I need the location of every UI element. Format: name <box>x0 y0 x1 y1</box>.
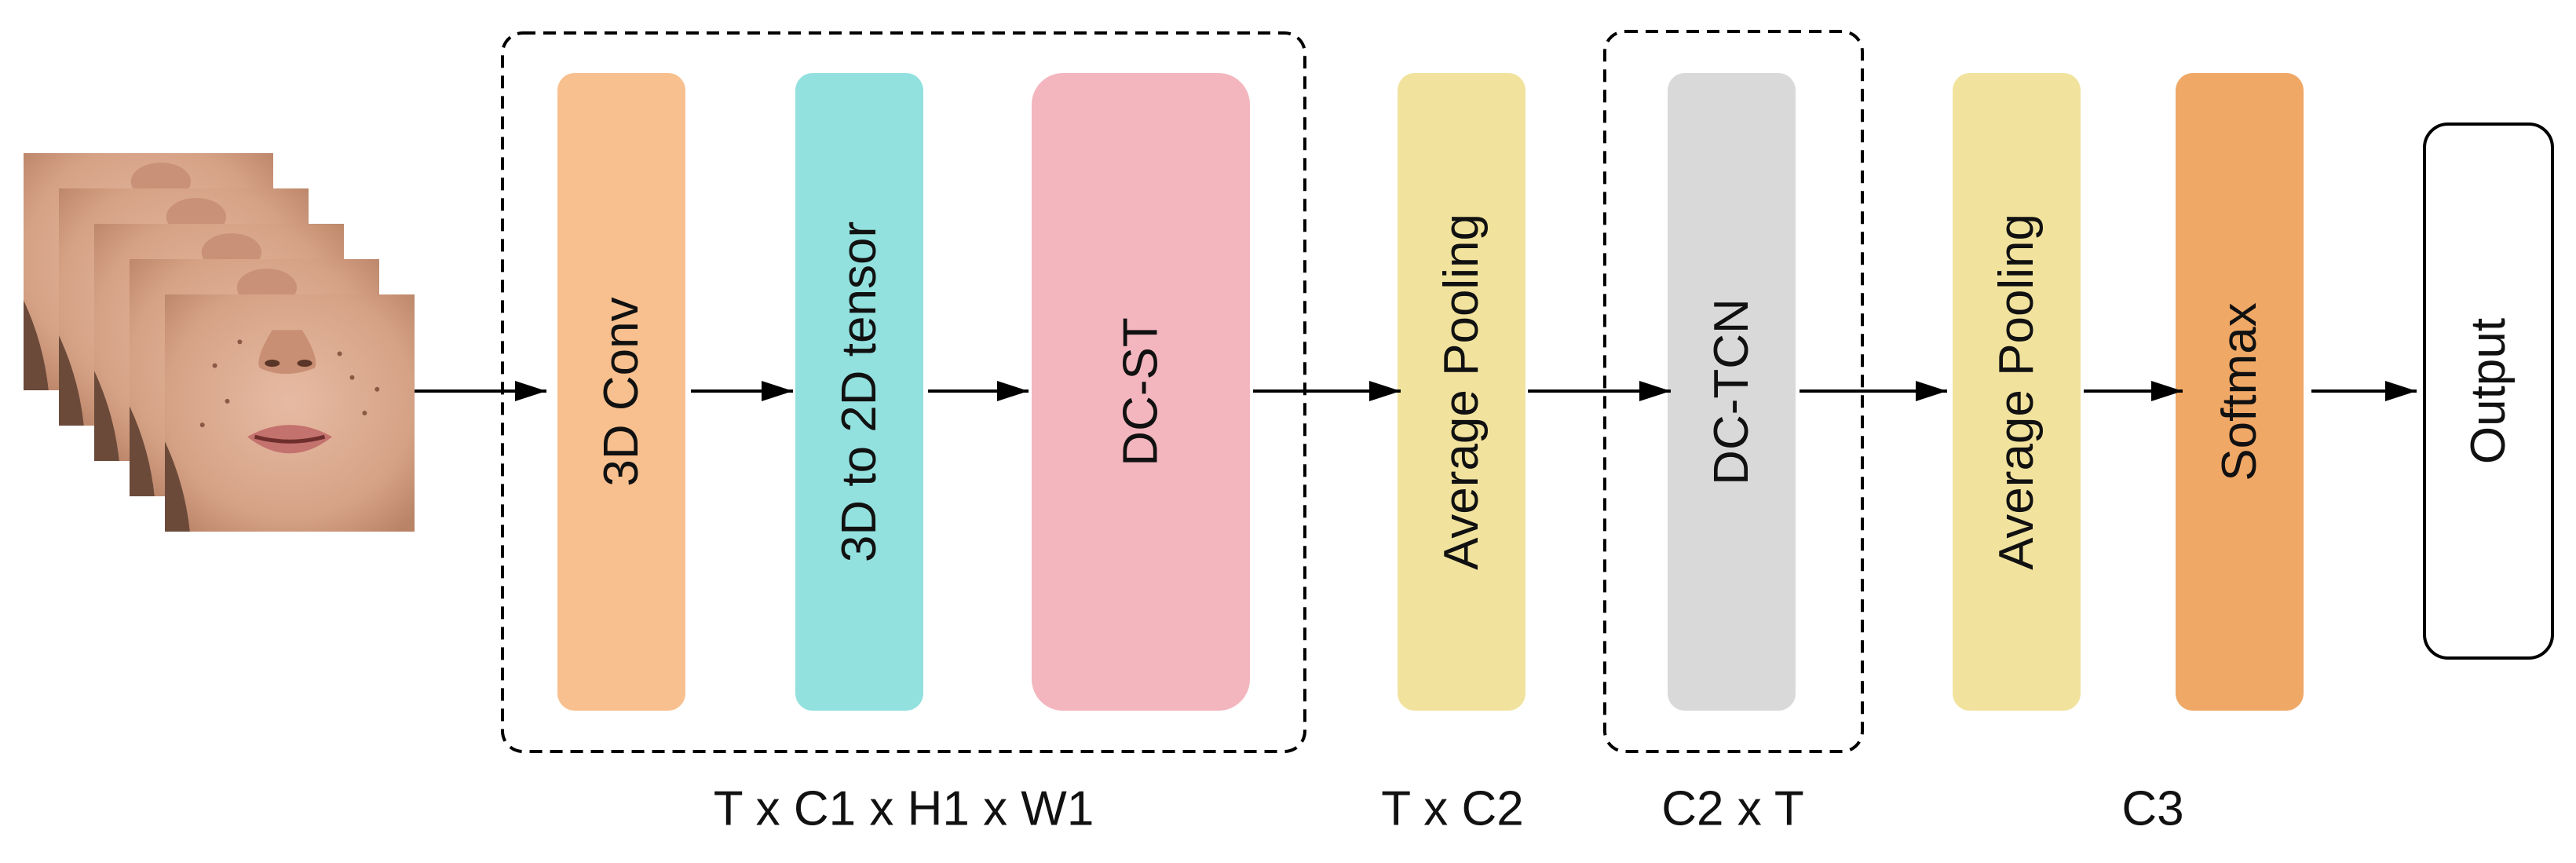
reshape-block: 3D to 2D tensor <box>795 73 923 711</box>
input-face-frames <box>24 153 415 532</box>
output-label: Output <box>2461 318 2516 464</box>
dim-label-stage3: C2 x T <box>1661 782 1803 836</box>
pool2-label: Average Pooling <box>1990 214 2044 570</box>
dctcn-block: DC-TCN <box>1668 73 1796 711</box>
pool2-block: Average Pooling <box>1953 73 2081 711</box>
pool1-label: Average Pooling <box>1434 214 1489 570</box>
dcst-block: DC-ST <box>1032 73 1250 711</box>
softmax-label: Softmax <box>2212 302 2267 481</box>
input-frame <box>165 294 415 532</box>
conv3d-label: 3D Conv <box>594 297 649 486</box>
dim-label-stage1: T x C1 x H1 x W1 <box>714 782 1094 836</box>
pool1-block: Average Pooling <box>1398 73 1526 711</box>
dim-label-stage2: T x C2 <box>1381 782 1523 836</box>
dcst-label: DC-ST <box>1114 317 1168 466</box>
conv3d-block: 3D Conv <box>557 73 685 711</box>
reshape-label: 3D to 2D tensor <box>832 221 886 562</box>
dim-label-stage4: C3 <box>2121 782 2183 836</box>
softmax-block: Softmax <box>2176 73 2304 711</box>
output-block: Output <box>2423 123 2554 660</box>
temporal-group-box <box>1603 30 1864 753</box>
dctcn-label: DC-TCN <box>1705 298 1759 485</box>
